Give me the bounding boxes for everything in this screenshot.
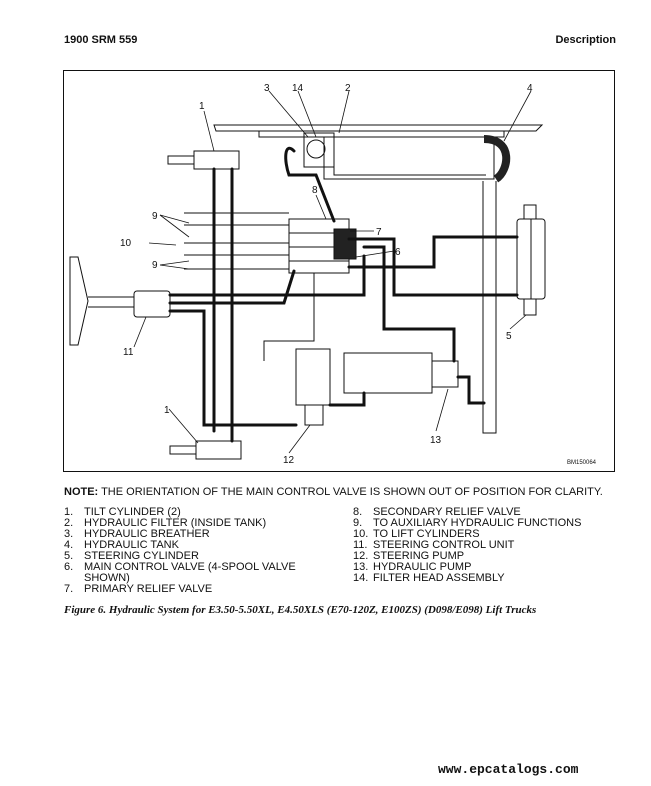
callout-1-top: 1 [199, 101, 205, 112]
legend-number: 8. [353, 506, 363, 518]
legend-item: 7. PRIMARY RELIEF VALVE [64, 584, 334, 595]
steering-pump [295, 348, 331, 406]
note-text: THE ORIENTATION OF THE MAIN CONTROL VALV… [98, 486, 603, 498]
header-doc-code: 1900 SRM 559 [64, 34, 138, 46]
legend-item: 3. HYDRAULIC BREATHER [64, 529, 334, 540]
callout-13: 13 [430, 435, 442, 446]
header-section-title: Description [555, 34, 616, 46]
hydraulic-pump [431, 360, 459, 388]
legend-number: 4. [64, 539, 74, 551]
filter-head-assembly [303, 132, 335, 168]
legend-text: TO AUXILIARY HYDRAULIC FUNCTIONS [373, 517, 582, 529]
callout-11: 11 [123, 347, 134, 358]
figure-note: NOTE: THE ORIENTATION OF THE MAIN CONTRO… [64, 486, 603, 498]
main-control-valve [288, 218, 357, 274]
callout-8: 8 [312, 185, 318, 196]
legend-item: 8. SECONDARY RELIEF VALVE [353, 507, 623, 518]
legend-number: 6. [64, 561, 74, 573]
callout-6: 6 [395, 247, 401, 258]
drawing-code: BM150064 [567, 460, 597, 466]
legend-right-column: 8. SECONDARY RELIEF VALVE 9. TO AUXILIARY … [353, 507, 623, 584]
legend-number: 11. [353, 539, 368, 551]
callout-12: 12 [283, 455, 295, 466]
hydraulic-diagram: 1 2 3 4 5 6 7 8 9 9 10 11 1 12 13 14 BM1… [69, 83, 597, 466]
legend-item: 10. TO LIFT CYLINDERS [353, 529, 623, 540]
legend-text: STEERING CYLINDER [84, 550, 199, 562]
legend-number: 7. [64, 583, 74, 595]
callout-10: 10 [120, 238, 132, 249]
callout-9-bottom: 9 [152, 260, 158, 271]
hydraulic-system-figure: 1 2 3 4 5 6 7 8 9 9 10 11 1 12 13 14 BM1… [63, 70, 615, 472]
legend-number: 5. [64, 550, 74, 562]
legend-number: 12. [353, 550, 369, 562]
legend-text: HYDRAULIC FILTER (INSIDE TANK) [84, 517, 267, 529]
callout-9-top: 9 [152, 211, 158, 222]
legend-item: 11. STEERING CONTROL UNIT [353, 540, 623, 551]
legend-item: 6. MAIN CONTROL VALVE (4-SPOOL VALVE SHOW… [64, 562, 334, 584]
legend-text: TILT CYLINDER (2) [84, 506, 181, 518]
legend-item: 1. TILT CYLINDER (2) [64, 507, 334, 518]
legend-text: SECONDARY RELIEF VALVE [373, 506, 521, 518]
callout-14: 14 [292, 83, 304, 94]
legend-text: HYDRAULIC BREATHER [84, 528, 210, 540]
hydraulic-tank [323, 137, 495, 180]
steering-wheel [69, 256, 89, 346]
callout-5: 5 [506, 331, 512, 342]
callout-3: 3 [264, 83, 270, 94]
legend-item: 9. TO AUXILIARY HYDRAULIC FUNCTIONS [353, 518, 623, 529]
tilt-cylinder-bottom [195, 440, 242, 460]
legend-item: 4. HYDRAULIC TANK [64, 540, 334, 551]
legend-text: STEERING PUMP [373, 550, 465, 562]
callout-2: 2 [345, 83, 351, 94]
hydraulic-pump-motor [343, 352, 433, 394]
legend-number: 1. [64, 506, 74, 518]
legend-text: HYDRAULIC TANK [84, 539, 179, 551]
legend-item: 12. STEERING PUMP [353, 551, 623, 562]
legend-text: MAIN CONTROL VALVE (4-SPOOL VALVE SHOWN) [84, 561, 296, 584]
steering-cylinder [516, 204, 546, 316]
note-label: NOTE: [64, 486, 99, 498]
legend-text: FILTER HEAD ASSEMBLY [373, 572, 505, 584]
legend-number: 9. [353, 517, 363, 529]
legend-text: HYDRAULIC PUMP [373, 561, 472, 573]
callout-1-bottom: 1 [164, 405, 170, 416]
tank-top-plate [213, 124, 544, 132]
legend-text: TO LIFT CYLINDERS [373, 528, 480, 540]
legend-left-column: 1. TILT CYLINDER (2) 2. HYDRAULIC FILTER (… [64, 507, 334, 595]
legend-number: 10. [353, 528, 369, 540]
tank-return-column [482, 181, 497, 434]
steering-control-unit [133, 290, 171, 318]
legend-item: 13. HYDRAULIC PUMP [353, 562, 623, 573]
legend-item: 14. FILTER HEAD ASSEMBLY [353, 573, 623, 584]
figure-caption: Figure 6. Hydraulic System for E3.50-5.5… [64, 604, 537, 616]
legend-item: 2. HYDRAULIC FILTER (INSIDE TANK) [64, 518, 334, 529]
legend-text: PRIMARY RELIEF VALVE [84, 583, 213, 595]
callout-4: 4 [527, 83, 533, 94]
legend-number: 2. [64, 517, 74, 529]
legend-item: 5. STEERING CYLINDER [64, 551, 334, 562]
legend-number: 3. [64, 528, 74, 540]
legend-number: 13. [353, 561, 369, 573]
watermark: www.epcatalogs.com [438, 762, 579, 777]
legend-text: STEERING CONTROL UNIT [373, 539, 515, 551]
callout-7: 7 [376, 227, 382, 238]
tilt-cylinder-top [193, 150, 240, 170]
legend-number: 14. [353, 572, 369, 584]
